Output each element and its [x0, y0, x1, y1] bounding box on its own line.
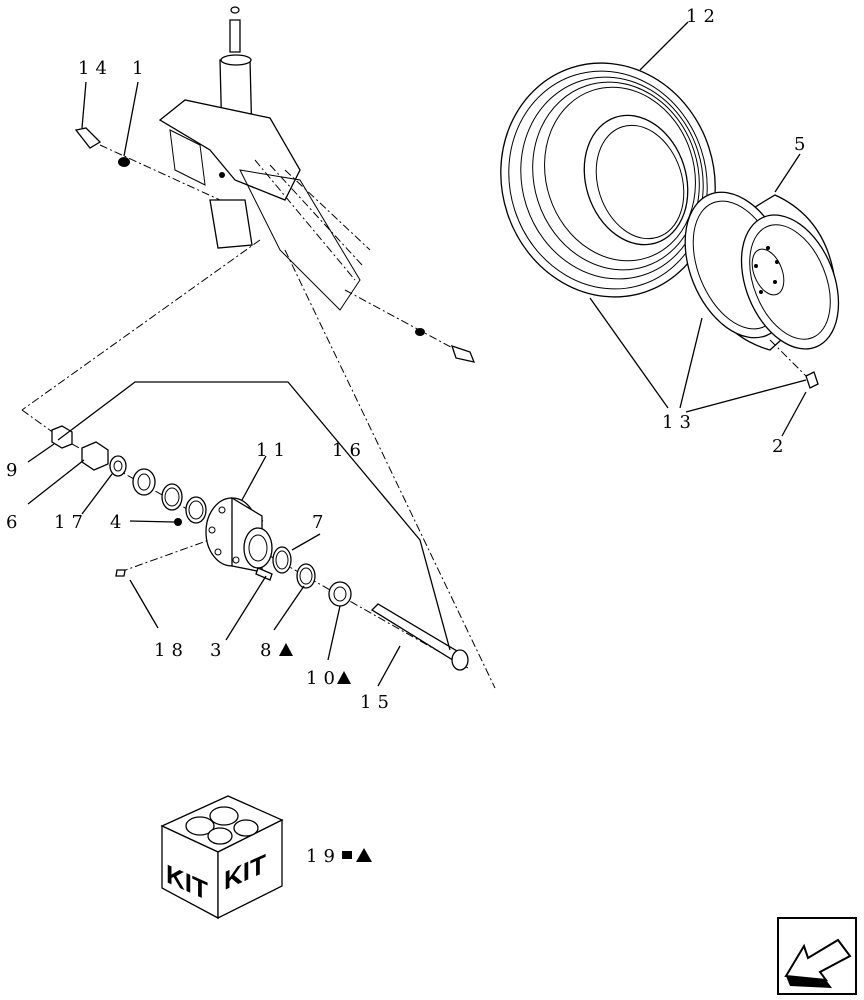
nut-6: [81, 441, 109, 471]
callout-7: 7: [312, 512, 329, 533]
leader-lines: [27, 21, 807, 687]
callout-1: 1: [132, 58, 149, 79]
callout-10: 10: [306, 668, 341, 689]
callout-13: 13: [662, 412, 697, 433]
callout-9: 9: [6, 460, 23, 481]
bearing-cup-8: [296, 563, 316, 589]
triangle-mark-19: [356, 848, 372, 862]
cotter-pin-18: [115, 569, 126, 577]
bearing-cup-outer: [161, 483, 183, 511]
callout-8: 8: [260, 640, 277, 661]
grease-fitting-4: [174, 518, 182, 526]
washer-17: [109, 455, 127, 477]
kit-box-icon: KIT KIT: [160, 795, 284, 920]
callout-14: 14: [78, 58, 113, 79]
callout-11: 11: [256, 440, 291, 461]
seal-7: [272, 546, 292, 574]
previous-page-arrow-icon[interactable]: [777, 917, 857, 995]
callout-5: 5: [794, 134, 811, 155]
callout-19: 19: [306, 846, 341, 867]
triangle-mark-10: [337, 671, 351, 684]
wheel-rim: [684, 191, 840, 351]
spindle-arm: [158, 6, 371, 311]
callout-4: 4: [110, 512, 127, 533]
tire: [500, 62, 716, 298]
pin-3: [255, 567, 273, 581]
callout-12: 12: [686, 6, 721, 27]
square-mark-19: [342, 851, 352, 859]
bearing-cone-10: [328, 581, 352, 607]
callout-3: 3: [210, 640, 227, 661]
triangle-mark-8: [279, 643, 293, 656]
axle-spindle-15: [370, 603, 469, 671]
hub-11: [205, 496, 273, 573]
callout-6: 6: [6, 512, 23, 533]
callout-18: 18: [154, 640, 189, 661]
bracket-16: [57, 381, 451, 651]
callout-16: 16: [332, 440, 367, 461]
callout-2: 2: [772, 436, 789, 457]
guide-line-1: [21, 239, 261, 411]
callout-17: 17: [54, 512, 89, 533]
callout-15: 15: [360, 692, 395, 713]
valve-stem: [769, 339, 819, 389]
lower-bolt: [344, 289, 476, 363]
seal-outer: [185, 496, 207, 524]
bearing-cone-outer: [132, 468, 156, 496]
bolt-14: [74, 127, 102, 149]
bolt-centerline: [99, 144, 221, 201]
washer-1: [118, 157, 130, 167]
guide-line-3: [284, 249, 496, 689]
